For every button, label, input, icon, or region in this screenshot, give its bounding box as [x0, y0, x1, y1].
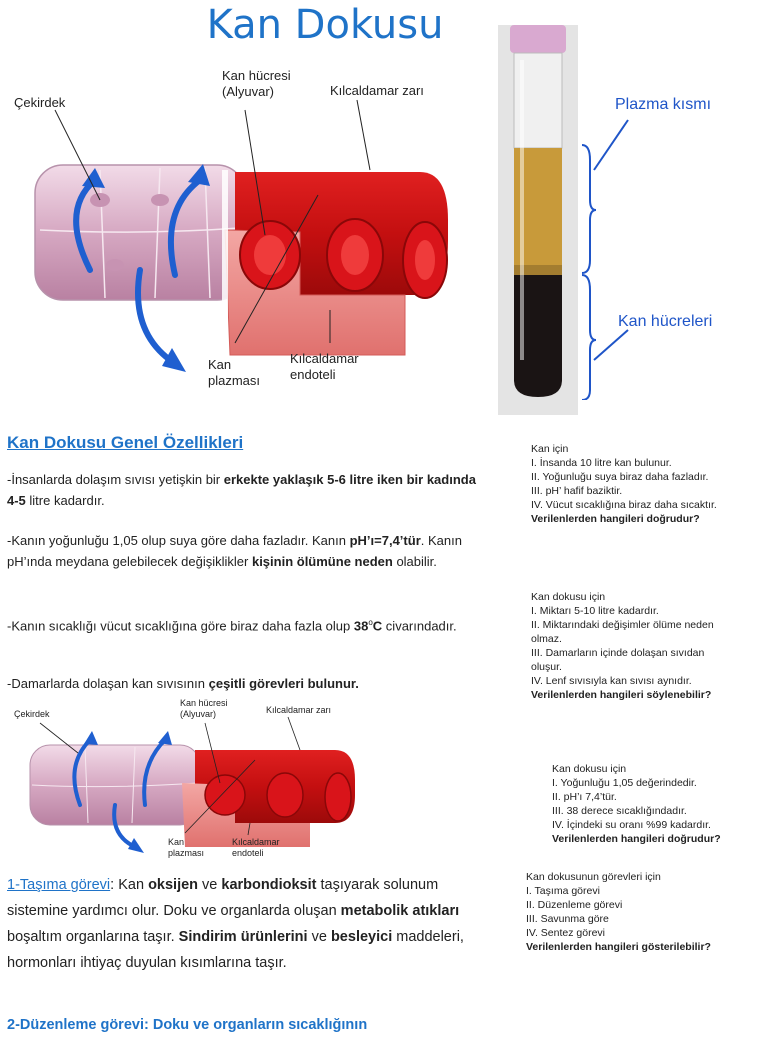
paragraph-temperature: -Kanın sıcaklığı vücut sıcaklığına göre … — [7, 618, 457, 634]
diffusion-arrows — [73, 177, 203, 363]
label-nucleus-small: Çekirdek — [14, 709, 50, 719]
label-blood-cell: Kan hücresi (Alyuvar) — [222, 68, 291, 99]
label-nucleus: Çekirdek — [14, 95, 66, 110]
paragraph-density-ph: -Kanın yoğunluğu 1,05 olup suya göre dah… — [7, 533, 462, 569]
label-plasma-part: Plazma kısmı — [615, 96, 712, 113]
cells-layer — [514, 275, 562, 397]
label-endothelium: Kılcaldamar endoteli — [290, 351, 359, 382]
test-tube-illustration — [498, 25, 578, 415]
capillary-illustration — [34, 99, 448, 372]
label-blood-cell-small: Kan hücresi (Alyuvar) — [180, 698, 228, 719]
label-endothelium-small: Kılcaldamar endoteli — [232, 837, 280, 858]
paragraph-duties: -Damarlarda dolaşan kan sıvısının çeşitl… — [7, 676, 359, 691]
paragraph-transport-duty: 1-Taşıma görevi: Kan oksijen ve karbondi… — [7, 877, 464, 971]
page-title: Kan Dokusu — [206, 2, 444, 48]
capillary-diagram-large: Çekirdek Kan hücresi (Alyuvar) Kılcaldam… — [0, 60, 470, 405]
paragraph-regulation-duty: 2-Düzenleme görevi: Doku ve organların s… — [7, 1017, 368, 1033]
paragraph-volume: -İnsanlarda dolaşım sıvısı yetişkin bir … — [7, 472, 476, 508]
label-capillary-wall: Kılcaldamar zarı — [330, 83, 424, 98]
label-blood-cells: Kan hücreleri — [618, 313, 713, 330]
question-4: Kan dokusunun görevleri için I. Taşıma g… — [526, 871, 711, 953]
question-2: Kan dokusu için I. Miktarı 5-10 litre ka… — [531, 591, 714, 701]
tube-braces — [581, 119, 629, 400]
section-heading: Kan Dokusu Genel Özellikleri — [7, 433, 244, 452]
label-capillary-wall-small: Kılcaldamar zarı — [266, 705, 332, 715]
label-plasma-small: Kan plazması — [168, 837, 205, 858]
blood-tube-photo — [498, 25, 578, 415]
tube-cap — [510, 25, 566, 53]
question-1: Kan için I. İnsanda 10 litre kan bulunur… — [531, 443, 717, 525]
capillary-diagram-small: Çekirdek Kan hücresi (Alyuvar) Kılcaldam… — [10, 695, 370, 865]
label-plasma: Kan plazması — [208, 357, 261, 388]
capillary-illustration-small — [29, 716, 355, 853]
question-3: Kan dokusu için I. Yoğunluğu 1,05 değeri… — [552, 763, 721, 845]
